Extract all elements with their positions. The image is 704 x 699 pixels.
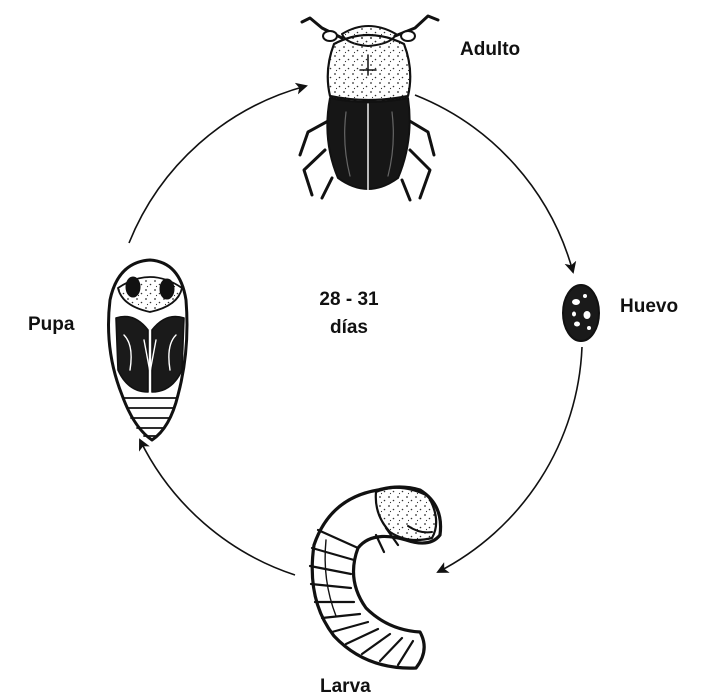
- arrow-egg-to-larva: [438, 347, 582, 572]
- label-larva: Larva: [320, 676, 371, 698]
- egg-icon: [563, 285, 599, 341]
- pupa-icon: [109, 260, 188, 440]
- cycle-duration: 28 - 31 días: [294, 286, 404, 342]
- larva-grub-icon: [310, 487, 441, 668]
- adult-beetle-icon: [300, 16, 438, 200]
- label-adult: Adulto: [460, 39, 520, 61]
- arrow-larva-to-pupa: [140, 440, 295, 575]
- label-pupa: Pupa: [28, 314, 74, 336]
- label-egg: Huevo: [620, 296, 678, 318]
- arrow-pupa-to-adult: [129, 86, 306, 243]
- arrow-adult-to-egg: [415, 95, 573, 272]
- duration-range: 28 - 31: [294, 286, 404, 314]
- duration-unit: días: [294, 314, 404, 342]
